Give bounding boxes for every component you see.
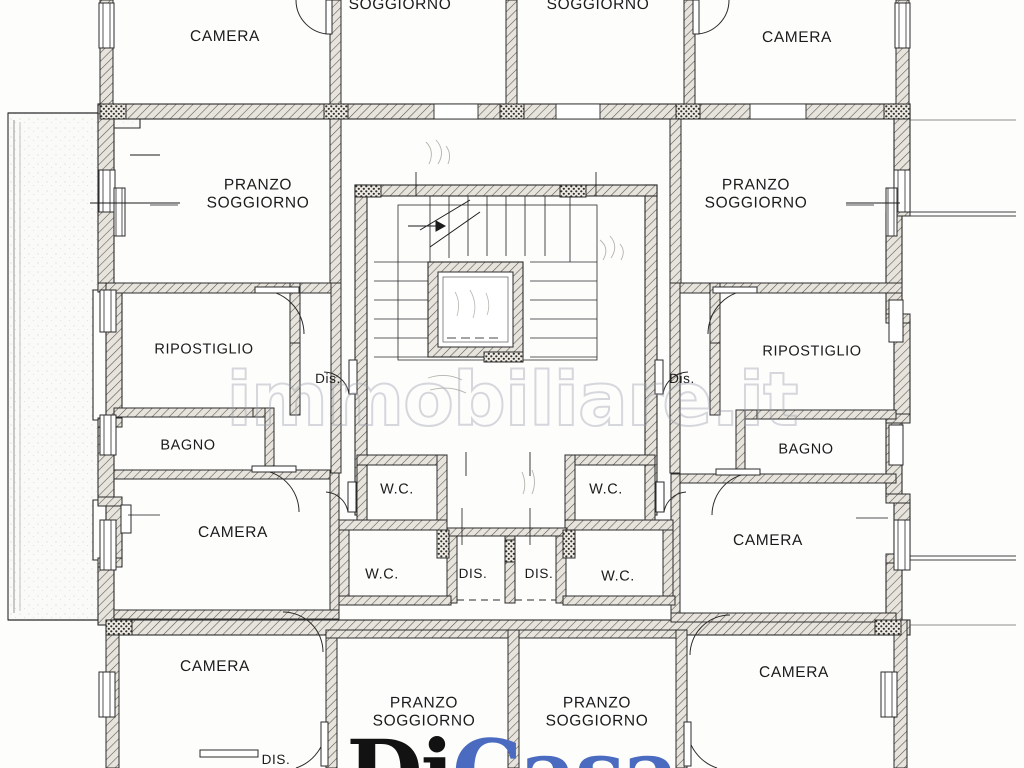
annotation-ticks xyxy=(128,172,888,519)
lower-block-walls xyxy=(98,619,908,768)
sketch-marks xyxy=(425,139,624,495)
interior-walls-right xyxy=(669,118,911,623)
balcony-right-edges xyxy=(900,119,1016,626)
interior-walls-left xyxy=(90,118,342,620)
service-core-center xyxy=(325,454,687,606)
plan-geometry xyxy=(7,0,1016,768)
upper-block-walls xyxy=(98,0,911,120)
exterior-walls xyxy=(97,103,911,636)
interior-doors xyxy=(251,286,761,656)
stairwell-core xyxy=(323,184,689,516)
lower-rooms-dividers xyxy=(325,629,677,639)
elevator-shaft xyxy=(427,261,524,363)
